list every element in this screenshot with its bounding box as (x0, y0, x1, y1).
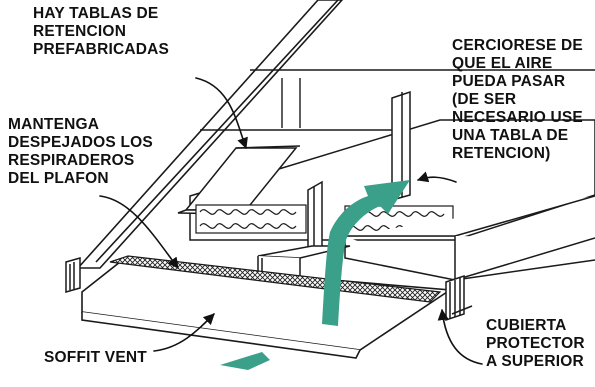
leader-keep-vents-clear (99, 195, 179, 269)
wall-end-block (65, 257, 81, 293)
airflow-arrows (220, 180, 410, 370)
retention-board-front (307, 180, 323, 254)
label-line: QUE EL AIRE (452, 55, 553, 72)
fascia-cover (445, 274, 473, 322)
label-line: NECESARIO USE (452, 109, 583, 126)
label-line: DESPEJADOS LOS (8, 134, 153, 151)
leader-top-cover (437, 308, 483, 365)
leader-prefab-boards (195, 77, 248, 150)
label-line: SOFFIT VENT (44, 349, 147, 366)
label-soffit-vent: SOFFIT VENT (44, 349, 147, 367)
label-line: HAY TABLAS DE (33, 5, 159, 22)
label-line: UNA TABLA DE (452, 127, 569, 144)
label-line: DEL PLAFON (8, 170, 109, 187)
label-line: PROTECTOR (486, 335, 585, 352)
label-line: RESPIRADEROS (8, 152, 135, 169)
label-line: RETENCION (33, 23, 127, 40)
label-keep-vents-clear: MANTENGA DESPEJADOS LOS RESPIRADEROS DEL… (8, 116, 153, 188)
soffit-vent-mesh (109, 255, 442, 303)
roof-rafter (76, 0, 344, 269)
leader-air-flow (416, 171, 457, 183)
label-line: (DE SER (452, 91, 517, 108)
label-line: CERCIORESE DE (452, 37, 583, 54)
top-plate-right (344, 195, 595, 282)
label-line: RETENCION) (452, 145, 551, 162)
retention-board-back (391, 90, 411, 201)
leader-lines (99, 77, 483, 365)
label-prefab-boards: HAY TABLAS DE RETENCION PREFABRICADAS (33, 5, 169, 59)
label-top-cover: CUBIERTA PROTECTOR A SUPERIOR (486, 317, 585, 371)
label-line: MANTENGA (8, 116, 100, 133)
leader-soffit-vent (153, 313, 215, 352)
label-line: CUBIERTA (486, 317, 567, 334)
label-air-flow-note: CERCIORESE DE QUE EL AIRE PUEDA PASAR (D… (452, 37, 583, 163)
airflow-inlet-arrow (220, 352, 270, 370)
label-line: PUEDA PASAR (452, 73, 566, 90)
label-line: PREFABRICADAS (33, 41, 170, 58)
airflow-main-arrow (322, 180, 410, 326)
label-line: A SUPERIOR (486, 353, 584, 370)
